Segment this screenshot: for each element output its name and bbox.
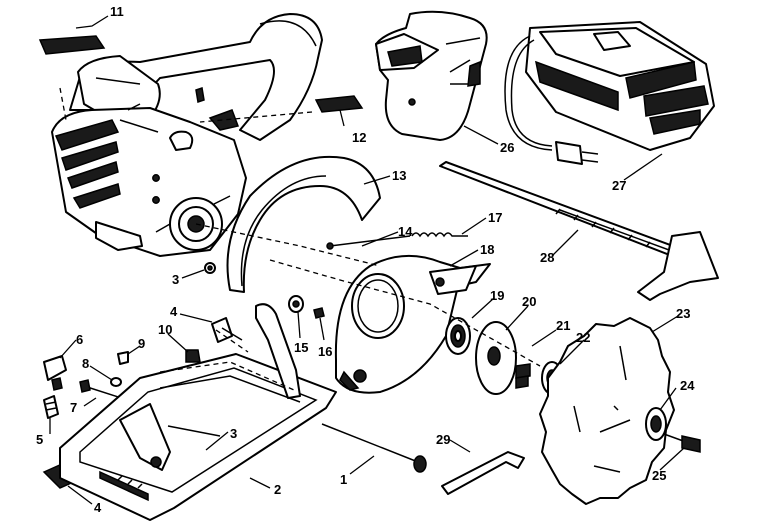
callout-3b: 3: [230, 426, 237, 441]
leader-lines: [49, 15, 685, 505]
callout-23: 23: [676, 306, 690, 321]
battery-pack-part: [375, 10, 488, 141]
callout-labels: 11 12 26 27 13 14 17 18 28 3 4 19 20 23 …: [36, 4, 695, 515]
callout-7: 7: [70, 400, 77, 415]
callout-10: 10: [158, 322, 172, 337]
callout-26: 26: [500, 140, 514, 155]
rip-fence-part: [439, 161, 719, 301]
callout-16: 16: [318, 344, 332, 359]
small-label-part: [314, 95, 364, 113]
callout-12: 12: [352, 130, 366, 145]
battery-charger-part: [504, 21, 715, 165]
callout-11: 11: [110, 4, 124, 19]
callout-2: 2: [274, 482, 281, 497]
callout-17: 17: [488, 210, 502, 225]
callout-27: 27: [612, 178, 626, 193]
lower-blade-guard-part: [334, 254, 491, 394]
pivot-rod-part: [321, 423, 427, 473]
callout-22: 22: [576, 330, 590, 345]
callout-19: 19: [490, 288, 504, 303]
hex-key-part: [441, 451, 525, 495]
outer-washer-part: [645, 407, 667, 441]
callout-3a: 3: [172, 272, 179, 287]
callout-4a: 4: [170, 304, 178, 319]
callout-6: 6: [76, 332, 83, 347]
saw-blade-part: [539, 317, 675, 505]
callout-8: 8: [82, 356, 89, 371]
assembly-lines: [59, 87, 541, 391]
callout-25: 25: [652, 468, 666, 483]
upper-blade-guard-part: [226, 155, 381, 293]
callout-13: 13: [392, 168, 406, 183]
callout-28: 28: [540, 250, 554, 265]
callout-1: 1: [340, 472, 347, 487]
retraction-spring-part: [326, 232, 468, 250]
callout-15: 15: [294, 340, 308, 355]
label-decal-part: [38, 35, 106, 55]
saw-motor-housing-part: [51, 13, 323, 257]
base-plate-part: [59, 303, 337, 521]
callout-5: 5: [36, 432, 43, 447]
callout-20: 20: [522, 294, 536, 309]
callout-14: 14: [398, 224, 413, 239]
spindle-plate-part: [475, 321, 517, 395]
callout-9: 9: [138, 336, 145, 351]
inner-flange-part: [445, 317, 471, 355]
blade-bolt-part: [663, 433, 701, 453]
callout-18: 18: [480, 242, 494, 257]
callout-29: 29: [436, 432, 450, 447]
callout-24: 24: [680, 378, 695, 393]
callout-21: 21: [556, 318, 570, 333]
callout-4b: 4: [94, 500, 102, 515]
